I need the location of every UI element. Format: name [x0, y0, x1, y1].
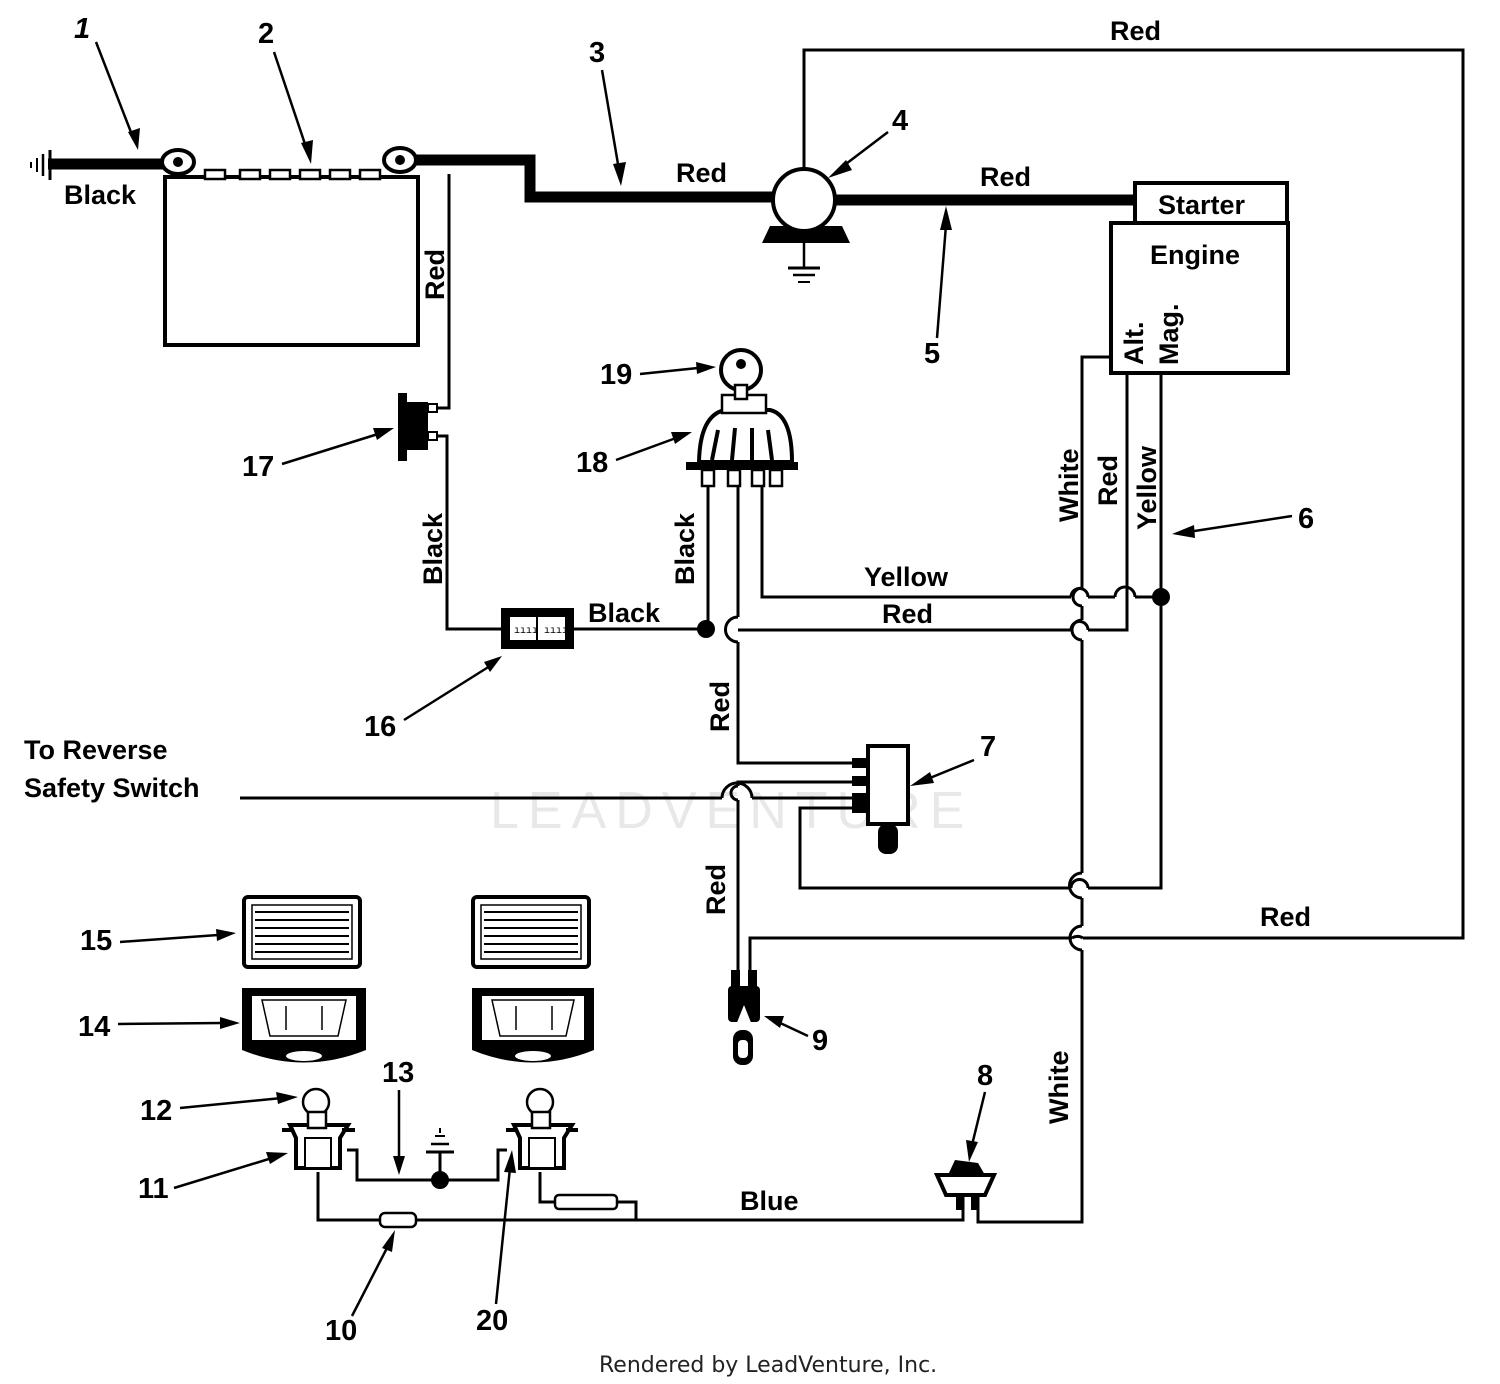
- label-battery-feed: Red: [420, 249, 450, 300]
- fuse-holder: [398, 393, 438, 461]
- label-solenoid-to-starter: Red: [980, 162, 1031, 192]
- label-switch-red: Red: [882, 599, 933, 629]
- engine-white-wire: [1080, 355, 1112, 588]
- junction-dots: [431, 588, 1170, 1189]
- callout-17: 17: [242, 451, 274, 483]
- ignition-key: [719, 348, 763, 401]
- ammeter: ıııı ıııı: [501, 608, 574, 649]
- label-switch-yellow: Yellow: [864, 562, 949, 592]
- label-top-loop: Red: [1110, 16, 1161, 46]
- battery: [160, 146, 420, 347]
- junction-dot: [1152, 588, 1170, 606]
- reverse-note-line2: Safety Switch: [24, 773, 200, 803]
- label-right-red: Red: [1260, 902, 1311, 932]
- label-ammeter-feed: Black: [418, 512, 448, 585]
- right-headlight-lens: [471, 895, 591, 969]
- left-bulb-socket: [282, 1087, 355, 1170]
- engine-label: Engine: [1150, 240, 1240, 270]
- callout-9: 9: [812, 1025, 828, 1057]
- battery-case: [163, 175, 420, 347]
- left-headlight-lens: [242, 895, 362, 969]
- wire-hops: [720, 585, 1137, 952]
- callouts: 1 2 3 4 5 6 7 8 9 10: [74, 13, 1314, 1347]
- label-blue: Blue: [740, 1186, 799, 1216]
- label-engine-red: Red: [1093, 455, 1123, 506]
- callout-15: 15: [80, 925, 112, 957]
- starter-solenoid: [762, 167, 850, 283]
- relay-red-wire: [736, 642, 870, 765]
- label-battery-ground: Black: [64, 180, 137, 210]
- starter-label: Starter: [1158, 190, 1246, 220]
- harness-wires: [240, 48, 1465, 1224]
- callout-13: 13: [382, 1057, 414, 1089]
- right-red-wire: [748, 936, 1072, 972]
- callout-2: 2: [258, 18, 274, 50]
- svg-text:ıııı ıııı: ıııı ıııı: [514, 626, 568, 637]
- callout-1: 1: [74, 13, 90, 45]
- interlock-switch: [852, 744, 910, 854]
- switch-yellow-wire: [760, 485, 1071, 599]
- top-red-loop-wire: [802, 48, 1465, 940]
- battery-feed-red-wire: [437, 174, 451, 410]
- ammeter-feed-black-wire: [437, 434, 503, 631]
- callout-8: 8: [977, 1060, 993, 1092]
- callout-20: 20: [476, 1305, 508, 1337]
- engine-yellow-wire: [1088, 375, 1163, 890]
- junction-dot: [697, 620, 715, 638]
- right-bulb-socket: [506, 1087, 578, 1170]
- lamp-ground-icon: [426, 1128, 454, 1154]
- wire-labels: Black Red Red Red Red Black Black Black …: [24, 16, 1311, 1216]
- engine-block: Starter Engine Alt. Mag.: [1109, 181, 1290, 375]
- inline-fuse: [378, 1211, 418, 1229]
- callout-12: 12: [140, 1095, 172, 1127]
- callout-19: 19: [600, 359, 632, 391]
- mag-label: Mag.: [1154, 303, 1184, 365]
- blue-fuse-wire: [538, 1172, 555, 1204]
- credit-line: Rendered by LeadVenture, Inc.: [599, 1353, 937, 1378]
- relay-yellow-return-wire: [798, 806, 1071, 890]
- ignition-switch: [686, 393, 798, 488]
- label-engine-yellow: Yellow: [1132, 445, 1162, 530]
- callout-14: 14: [78, 1011, 110, 1043]
- safety-switch: [933, 1160, 998, 1210]
- label-lower-white: White: [1044, 1051, 1074, 1125]
- callout-3: 3: [589, 37, 605, 69]
- chassis-ground-icon: [30, 150, 52, 180]
- callout-10: 10: [325, 1315, 357, 1347]
- label-relay-red: Red: [705, 681, 735, 732]
- battery-cables: [48, 154, 1135, 206]
- red-cross-end-wire: [1088, 375, 1129, 632]
- engine-box: [1109, 221, 1290, 375]
- alt-label: Alt.: [1119, 322, 1149, 366]
- label-relay-out-red: Red: [701, 864, 731, 915]
- callout-6: 6: [1298, 503, 1314, 535]
- callout-18: 18: [576, 447, 608, 479]
- wire-connector: [728, 970, 760, 1065]
- reverse-note-line1: To Reverse: [24, 735, 168, 765]
- battery-negative-terminal: [160, 148, 196, 176]
- label-switch-black: Black: [670, 512, 700, 585]
- lamp-ground-wire: [347, 1148, 507, 1182]
- lamp-left-wire: [316, 1172, 380, 1222]
- callout-4: 4: [892, 105, 908, 137]
- battery-positive-terminal: [382, 146, 418, 174]
- positive-cable: [412, 154, 780, 203]
- label-engine-white: White: [1054, 449, 1084, 523]
- callout-16: 16: [364, 711, 396, 743]
- blue-inline-fuse: [553, 1193, 619, 1211]
- callout-7: 7: [980, 731, 996, 763]
- label-battery-to-solenoid: Red: [676, 158, 727, 188]
- junction-dot: [431, 1171, 449, 1189]
- callout-11: 11: [138, 1173, 169, 1205]
- callout-5: 5: [924, 338, 940, 370]
- left-headlight-housing: [242, 988, 366, 1063]
- right-headlight-housing: [472, 988, 594, 1063]
- label-ammeter-out: Black: [588, 598, 661, 628]
